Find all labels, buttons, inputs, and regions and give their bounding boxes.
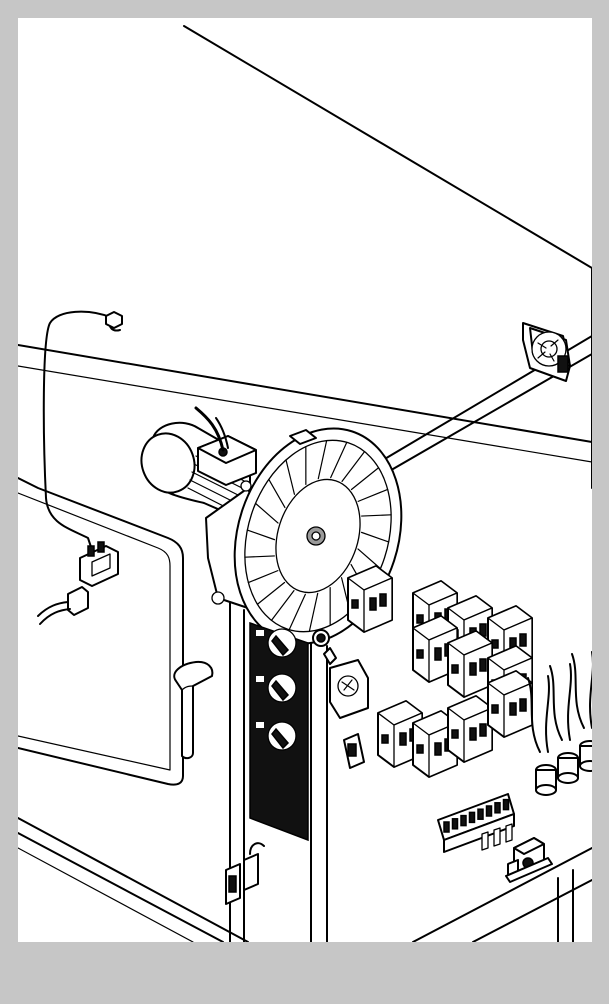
blower-blade	[285, 459, 296, 495]
blower-blade	[268, 478, 286, 509]
blower-blade	[247, 570, 279, 584]
terminal-screw	[494, 802, 501, 814]
blower-blade	[288, 593, 306, 631]
ferrite-coil	[571, 651, 592, 772]
door-switch	[225, 842, 265, 905]
solenoid-valve	[505, 837, 553, 883]
diagram-canvas	[18, 18, 592, 942]
relay-contactors	[347, 565, 533, 778]
knob-2	[267, 673, 297, 703]
control-panel	[249, 621, 309, 842]
blower-blade	[317, 440, 328, 480]
relay-unit	[447, 695, 493, 763]
blower-blade	[341, 451, 366, 482]
knob-3	[267, 721, 297, 751]
blower-blade	[254, 502, 279, 524]
knob-1	[267, 628, 297, 658]
blower-blade	[308, 592, 319, 632]
relay-unit	[347, 565, 393, 633]
ferrite-coil	[549, 663, 579, 784]
blower-blade	[246, 529, 276, 541]
cooling-fan	[522, 322, 571, 382]
blower-blade	[360, 531, 390, 543]
terminal-screw	[460, 814, 467, 827]
ferrite-coil	[527, 675, 557, 796]
door-handle	[173, 660, 214, 760]
terminal-screw	[485, 805, 493, 817]
terminal-screw	[451, 818, 459, 830]
relay-unit	[447, 630, 493, 698]
oven-cabinet	[18, 25, 592, 942]
terminal-screw	[443, 821, 450, 833]
blower-blade	[357, 488, 389, 502]
small-components	[312, 629, 369, 769]
blower-blade	[256, 581, 286, 605]
blower-blade	[361, 514, 392, 517]
terminal-block	[437, 793, 515, 853]
blower-blade	[330, 441, 348, 479]
terminal-screw	[502, 798, 510, 811]
blower-blade	[270, 590, 295, 621]
terminal-screw	[477, 808, 484, 820]
ferrite-filters	[527, 651, 592, 796]
terminal-screw	[468, 811, 476, 824]
relay-unit	[487, 670, 533, 738]
cable-connector	[37, 310, 123, 625]
blower-blade	[244, 555, 275, 558]
blower-blade	[350, 467, 380, 491]
